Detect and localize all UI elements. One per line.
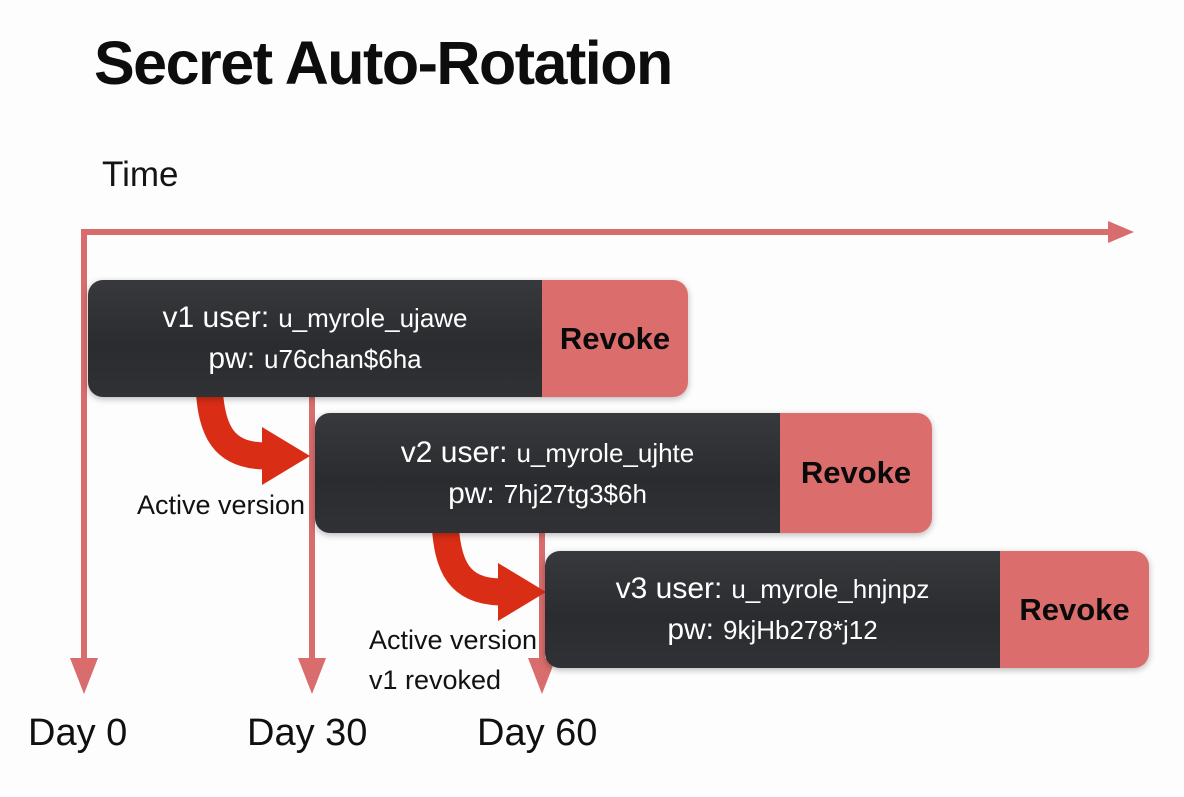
user-row: v3 user: u_myrole_hnjnpz [616,572,930,606]
rotation-arrow-v2-to-v3-icon [432,533,546,621]
password-value: 9kjHb278*j12 [723,615,878,645]
annotation-active-version-1: Active version [137,490,306,520]
password-value: u76chan$6ha [264,344,422,374]
user-row: v2 user: u_myrole_ujhte [401,436,695,470]
day0-marker-line [81,229,87,659]
annotation-line-1: Active version [369,625,538,655]
secret-card-v1-credentials: v1 user: u_myrole_ujawe pw: u76chan$6ha [88,280,542,397]
password-row: pw: 9kjHb278*j12 [667,613,877,647]
password-row: pw: 7hj27tg3$6h [448,477,647,511]
secret-card-v1: v1 user: u_myrole_ujawe pw: u76chan$6ha … [88,280,688,397]
password-label: pw: [667,613,714,646]
timeline-axis-line [81,229,1111,235]
revoke-segment-v1: Revoke [542,280,688,397]
timeline-arrowhead-icon [1108,221,1134,243]
day-60-label: Day 60 [477,712,598,754]
day-30-label: Day 30 [247,712,368,754]
day0-arrowhead-icon [70,658,98,694]
annotation-active-version-2: Active version v1 revoked [369,620,537,700]
user-value: u_myrole_ujhte [516,437,695,468]
day-0-label: Day 0 [28,712,128,754]
day30-marker-line [309,392,315,659]
secret-card-v2: v2 user: u_myrole_ujhte pw: 7hj27tg3$6h … [315,413,932,533]
day30-arrowhead-icon [298,658,326,694]
user-row: v1 user: u_myrole_ujawe [162,301,467,335]
user-value: u_myrole_ujawe [278,303,468,333]
password-row: pw: u76chan$6ha [208,342,421,376]
revoke-segment-v3: Revoke [1000,551,1149,668]
password-value: 7hj27tg3$6h [503,478,647,509]
revoke-segment-v2: Revoke [780,413,932,533]
annotation-line-2: v1 revoked [369,665,502,695]
user-label: v3 user: [615,572,723,605]
secret-card-v3-credentials: v3 user: u_myrole_hnjnpz pw: 9kjHb278*j1… [545,551,1000,668]
secret-card-v2-credentials: v2 user: u_myrole_ujhte pw: 7hj27tg3$6h [315,413,780,533]
time-axis-label: Time [102,155,179,194]
user-label: v1 user: [162,301,270,334]
password-label: pw: [208,342,256,375]
user-label: v2 user: [400,435,508,469]
password-label: pw: [448,476,495,510]
page-title: Secret Auto-Rotation [94,29,673,97]
rotation-arrow-v1-to-v2-icon [196,397,310,485]
user-value: u_myrole_hnjnpz [731,574,930,604]
secret-card-v3: v3 user: u_myrole_hnjnpz pw: 9kjHb278*j1… [545,551,1149,668]
